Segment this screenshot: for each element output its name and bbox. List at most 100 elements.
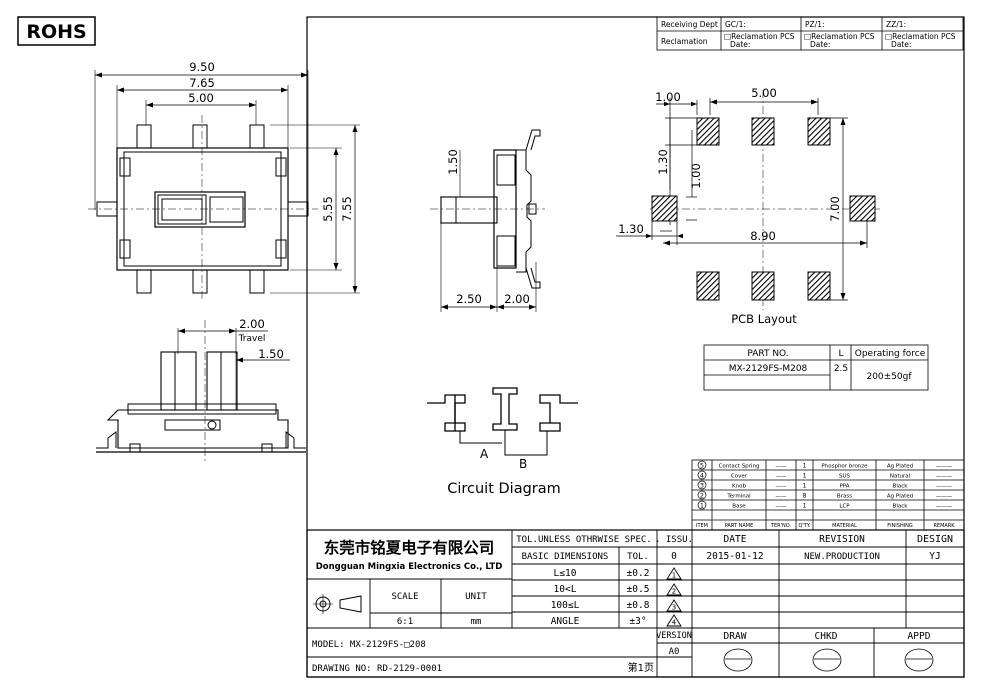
date-header: DATE [724,534,747,545]
tol-mark-4: 4 [672,619,677,627]
bom-finishing: Black [893,484,909,490]
company-name-cn: 东莞市铭夏电子有限公司 [324,538,495,557]
pcb-pads [651,117,876,301]
dim-7-65: 7.65 [189,76,215,90]
issu-header: . ISSU. [655,535,693,545]
bom-material: Brass [837,494,852,500]
dim-2-00-travel: 2.00 [239,317,265,331]
bom-remark: ——— [936,504,953,510]
bom-material: SUS [839,474,851,480]
tol-header: TOL. [627,552,649,562]
bom-qty: 1 [803,483,807,490]
bom-finishing: Natural [890,474,911,480]
bom-item: 3 [700,482,704,490]
bom-header-item: ITEM [696,523,708,529]
tolerance-triangles [666,567,682,627]
circuit-diagram [427,387,578,456]
pz-label: PZ/1: [805,20,825,29]
revision-value: NEW.PRODUCTION [804,552,880,562]
dim-2-50: 2.50 [456,292,482,306]
bom-item: 1 [700,502,704,510]
part-no-header: PART NO. [747,349,788,359]
date-value: 2015-01-12 [706,551,763,562]
bom-remark: ——— [936,494,953,500]
reclamation-date-3: Date: [891,40,911,49]
scale-header: SCALE [391,592,418,602]
reclamation-label: Reclamation [661,37,708,46]
tol-dim-2: 10<L [554,584,577,595]
draw-stamp [723,648,753,672]
bom-header-ter-no: TER'NO. [770,523,792,529]
circuit-label-a: A [480,447,489,461]
part-no-value: MX-2129FS-M208 [729,364,808,374]
model-label: MODEL: MX-2129FS-□208 [312,640,426,650]
bom-qty: 1 [803,503,807,510]
dim-1-50-knob: 1.50 [258,347,284,361]
tol-val-2: ±0.5 [627,584,650,595]
tol-val-3: ±0.8 [627,600,650,611]
dim-2-00-side: 2.00 [504,292,530,306]
pcb-layout-label: PCB Layout [731,312,797,326]
bom-header-finishing: FINISHING [887,523,913,529]
reclamation-pcs-3: □Reclamation PCS [885,32,956,41]
bom-remark: ——— [936,464,953,470]
bom-finishing: Ag Plated [887,464,913,470]
dim-1-50-side: 1.50 [446,149,460,175]
bom-item: 2 [700,492,704,500]
bom-material: PPA [839,484,849,490]
draw-header: DRAW [724,631,747,642]
bom-finishing: Black [893,504,909,510]
dim-5-55: 5.55 [321,196,335,222]
bom-ter-no: —— [776,494,788,500]
pcb-dim-1-30: 1.30 [618,222,644,236]
chkd-stamp [812,648,842,672]
bom-item: 5 [700,462,704,470]
page-number: 第1页 [628,661,654,674]
bom-item: 4 [700,472,704,480]
bom-header-part-name: PART NAME [725,523,754,529]
pcb-dim-7-00: 7.00 [828,196,842,222]
bom-ter-no: —— [776,484,788,490]
rohs-label: ROHS [26,21,86,43]
drawing-no-label: DRAWING NO: RD-2129-0001 [312,664,442,674]
design-header: DESIGN [917,534,953,545]
receiving-table [656,16,964,51]
bom-qty: 1 [803,463,807,470]
reclamation-date-2: Date: [810,40,830,49]
tol-val-1: ±0.2 [627,568,650,579]
scale-value: 6:1 [397,617,413,627]
dim-9-50: 9.50 [189,60,215,74]
unit-value: mm [471,617,482,627]
gc-label: GC/1: [725,20,746,29]
reclamation-pcs-2: □Reclamation PCS [804,32,875,41]
tol-mark-2: 2 [672,588,676,596]
operating-force-value: 200±50gf [866,372,912,382]
appd-header: APPD [908,631,931,642]
dim-7-55: 7.55 [340,196,354,222]
bom-qty: 1 [803,473,807,480]
circuit-diagram-label: Circuit Diagram [447,481,561,497]
length-value: 2.5 [834,364,848,374]
bom-ter-no: —— [776,474,788,480]
basic-dimensions: BASIC DIMENSIONS [522,552,609,562]
version-header: VERSION [656,631,692,641]
pcb-dim-1-00-top: 1.00 [655,90,681,104]
company-name-en: Dongguan Mingxia Electronics Co., LTD [316,562,503,572]
front-view [96,320,306,462]
tol-dim-3: 100≤L [551,600,580,611]
part-number-table [703,344,929,391]
pcb-dim-1-30-vert: 1.30 [656,149,670,175]
rohs-box: ROHS [17,16,96,46]
bom-item-circles [697,460,707,510]
dim-5-00-top: 5.00 [188,91,214,105]
bom-part-name: Terminal [726,494,751,500]
bom-material: Phosphor bronze [821,464,868,470]
revision-header: REVISION [819,534,865,545]
zz-label: ZZ/1: [886,20,906,29]
bom-material: LCP [839,504,850,510]
length-header: L [838,349,843,359]
top-view [88,70,360,300]
receiving-dept-label: Receiving Dept [661,20,718,29]
bom-finishing: Ag Plated [887,494,913,500]
